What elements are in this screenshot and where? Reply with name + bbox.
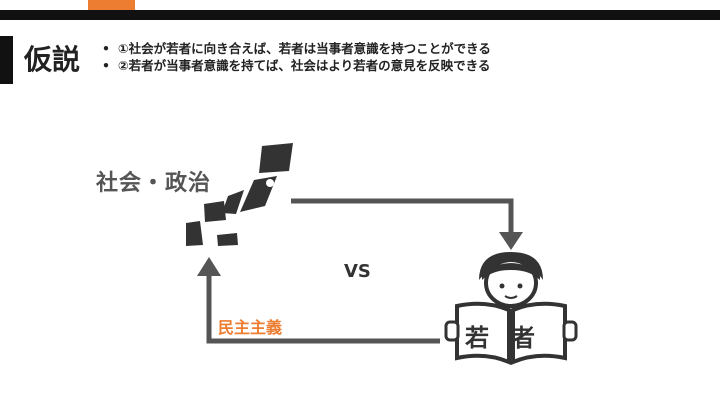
bullet-icon: •	[102, 58, 110, 73]
reading-person-icon	[444, 252, 578, 365]
bullet-icon: •	[102, 41, 110, 56]
hypothesis-item: • ①社会が若者に向き合えば、若者は当事者意識を持つことができる	[102, 40, 491, 57]
democracy-label: 民主主義	[218, 318, 283, 337]
hypothesis-text: ②若者が当事者意識を持てば、社会はより若者の意見を反映できる	[118, 58, 491, 73]
arrow-to-youth	[291, 198, 523, 250]
book-text-person: 者	[511, 324, 535, 352]
arrow-to-society	[197, 257, 440, 344]
japan-map-icon	[186, 143, 293, 246]
hypothesis-item: • ②若者が当事者意識を持てば、社会はより若者の意見を反映できる	[102, 57, 491, 74]
hypothesis-list: • ①社会が若者に向き合えば、若者は当事者意識を持つことができる • ②若者が当事者…	[102, 40, 491, 74]
hypothesis-text: ①社会が若者に向き合えば、若者は当事者意識を持つことができる	[118, 41, 491, 56]
page-title: 仮説	[24, 43, 81, 76]
society-politics-label: 社会・政治	[96, 171, 212, 196]
title-accent-bar	[0, 36, 13, 84]
book-text-young: 若	[465, 324, 489, 352]
vs-label: VS	[344, 261, 371, 282]
orange-tab-accent	[88, 0, 135, 10]
top-bar	[0, 10, 720, 20]
